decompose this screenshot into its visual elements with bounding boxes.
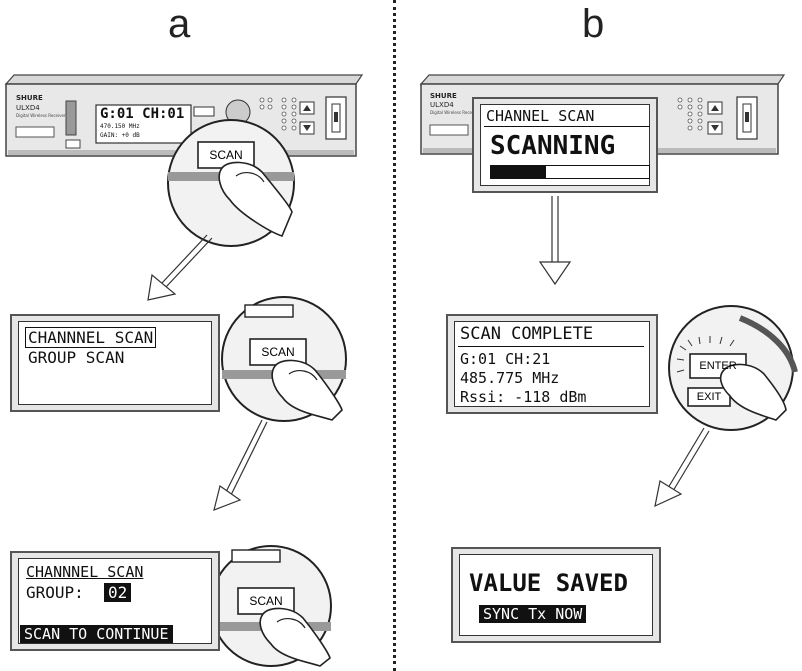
panel-label-a: a <box>168 2 191 46</box>
scan-button-a3[interactable]: SCAN <box>249 594 283 608</box>
group-value[interactable]: 02 <box>104 583 132 602</box>
brand-logo-b: SHURE <box>430 92 457 100</box>
panel-label-b: b <box>582 2 605 46</box>
brand-logo-a: SHURE <box>16 94 43 102</box>
lcd-group-a: CHANNNEL SCAN GROUP: 02 SCAN TO CONTINUE <box>10 551 220 651</box>
group-label: GROUP: <box>26 583 84 602</box>
scan-progress-fill <box>491 166 547 178</box>
group-screen-title: CHANNNEL SCAN <box>26 563 144 581</box>
lcd-saved-b: VALUE SAVED SYNC Tx NOW <box>451 547 661 643</box>
model-label-b: ULXD4 <box>430 101 454 109</box>
lcd-menu-a: CHANNNEL SCAN GROUP SCAN <box>10 314 220 412</box>
scanning-status: SCANNING <box>490 131 616 161</box>
arrow-b1 <box>538 196 572 286</box>
scanning-screen-title: CHANNEL SCAN <box>486 107 595 125</box>
magnifier-a1 <box>167 119 295 247</box>
magnifier-a2 <box>221 296 347 422</box>
arrow-b2 <box>654 427 710 508</box>
magnifier-a3 <box>210 545 332 667</box>
scan-progress-bar <box>490 165 650 179</box>
receiver-a-body <box>4 74 364 157</box>
lcd-complete-b: SCAN COMPLETE G:01 CH:21 485.775 MHz Rss… <box>446 314 658 414</box>
menu-item-channel-scan[interactable]: CHANNNEL SCAN <box>24 327 157 348</box>
arrow-a1 <box>147 234 213 301</box>
enter-button[interactable]: ENTER <box>699 360 737 372</box>
exit-button[interactable]: EXIT <box>696 391 722 403</box>
arrow-a2 <box>213 419 268 511</box>
scan-button-a2[interactable]: SCAN <box>261 345 295 359</box>
magnifier-b2 <box>668 305 798 431</box>
value-saved-title: VALUE SAVED <box>469 569 628 597</box>
receiver-display-line1: G:01 CH:01 <box>100 106 185 122</box>
receiver-display-line2: 470.150 MHz <box>100 123 140 130</box>
complete-frequency: 485.775 MHz <box>460 369 560 387</box>
receiver-display-line3: GAIN: +0 dB <box>100 132 140 139</box>
model-label-a: ULXD4 <box>16 104 40 112</box>
panel-divider <box>393 0 396 671</box>
sync-tx-now-prompt: SYNC Tx NOW <box>479 605 587 623</box>
complete-channel: G:01 CH:21 <box>460 350 551 368</box>
lcd-scanning-b: CHANNEL SCAN SCANNING <box>472 97 658 193</box>
scan-to-continue-prompt: SCAN TO CONTINUE <box>20 625 173 643</box>
model-subtitle-a: Digital Wireless Receiver <box>16 113 66 118</box>
complete-screen-title: SCAN COMPLETE <box>460 324 594 344</box>
complete-rssi: Rssi: -118 dBm <box>460 388 587 406</box>
model-subtitle-b: Digital Wireless Receiver <box>430 110 480 115</box>
scan-button-a1[interactable]: SCAN <box>209 148 243 162</box>
menu-item-group-scan[interactable]: GROUP SCAN <box>28 348 125 367</box>
